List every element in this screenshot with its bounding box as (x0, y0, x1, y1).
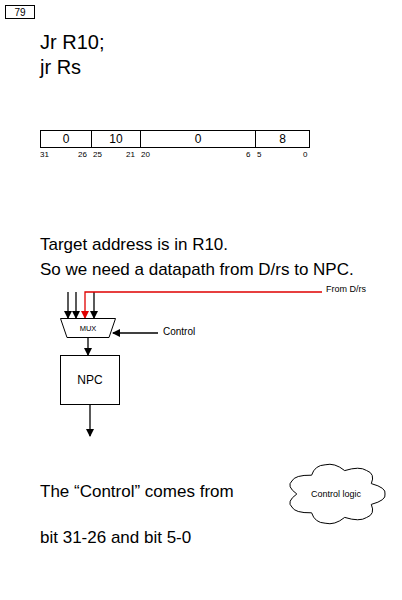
note-text: So we need a datapath from D/rs to NPC. (40, 260, 354, 280)
node-text: 79 (14, 7, 25, 18)
register-box: NPC (60, 355, 120, 405)
mux-trapezoid: MUX (60, 318, 116, 338)
signal-label: From D/rs (326, 284, 366, 294)
instruction-text: jr Rs (40, 56, 81, 79)
node-text: 10 (109, 132, 122, 146)
connector (87, 338, 88, 355)
bit-number: 31 (40, 150, 49, 159)
node-text: Control logic (311, 489, 361, 499)
node-text: 8 (279, 132, 286, 146)
bit-number: 5 (257, 150, 261, 159)
bit-number: 25 (93, 150, 102, 159)
signal-label: Control (163, 326, 195, 338)
bit-number: 21 (126, 150, 135, 159)
control-cloud: Control logic (285, 462, 387, 526)
bit-number: 6 (246, 150, 250, 159)
node-text: 0 (63, 132, 70, 146)
field-box: 0 (140, 130, 256, 148)
page-number-box: 79 (5, 5, 35, 19)
bit-number: 20 (141, 150, 150, 159)
node-text: 0 (195, 132, 202, 146)
note-text: bit 31-26 and bit 5-0 (40, 528, 191, 548)
node-text: MUX (80, 324, 97, 333)
instruction-text: Jr R10; (40, 31, 104, 54)
field-box: 10 (91, 130, 141, 148)
bit-number: 26 (78, 150, 87, 159)
field-box: 8 (255, 130, 310, 148)
note-text: Target address is in R10. (40, 235, 228, 255)
note-text: The “Control” comes from (40, 482, 234, 502)
node-text: NPC (77, 373, 102, 387)
bit-number: 0 (303, 150, 307, 159)
field-box: 0 (40, 130, 92, 148)
